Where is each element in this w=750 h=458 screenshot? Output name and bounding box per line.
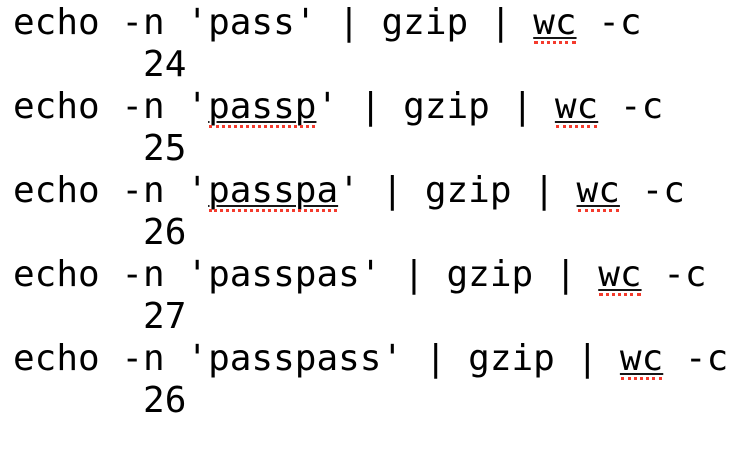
code-text: -c (598, 86, 664, 127)
terminal-line: echo -n 'passpas' | gzip | wc -c (13, 254, 750, 296)
code-text: -c (619, 170, 685, 211)
terminal-line: 24 (13, 44, 750, 86)
code-text: passpass (208, 338, 382, 379)
code-text: echo -n ' (13, 170, 209, 211)
terminal-line: echo -n 'pass' | gzip | wc -c (13, 2, 750, 44)
terminal-line: 25 (13, 128, 750, 170)
code-text: echo -n ' (13, 254, 209, 295)
code-text: ' | gzip | (338, 170, 577, 211)
code-text: echo -n ' (13, 338, 209, 379)
misspelled-word: passp (208, 86, 317, 128)
terminal-line: 26 (13, 212, 750, 254)
code-text: passpas (208, 254, 360, 295)
code-text: echo -n ' (13, 2, 209, 43)
byte-count-text: 26 (13, 212, 187, 253)
misspelled-word: wc (554, 86, 599, 128)
code-text: pass (208, 2, 295, 43)
code-text: -c (576, 2, 642, 43)
code-text: -c (663, 338, 729, 379)
misspelled-word: wc (533, 2, 577, 44)
code-text: echo -n ' (13, 86, 209, 127)
byte-count-text: 27 (13, 296, 187, 337)
code-text: ' | gzip | (294, 2, 534, 43)
terminal-line: echo -n 'passpa' | gzip | wc -c (13, 170, 750, 212)
code-text: ' | gzip | (316, 86, 555, 127)
byte-count-text: 25 (13, 128, 187, 169)
byte-count-text: 24 (13, 44, 187, 85)
code-text: ' | gzip | (359, 254, 599, 295)
code-text: ' | gzip | (381, 338, 620, 379)
misspelled-word: wc (576, 170, 620, 212)
terminal-line: echo -n 'passpass' | gzip | wc -c (13, 338, 750, 380)
byte-count-text: 26 (13, 380, 187, 421)
misspelled-word: wc (598, 254, 642, 296)
misspelled-word: wc (619, 338, 664, 380)
code-text: -c (641, 254, 707, 295)
terminal-line: echo -n 'passp' | gzip | wc -c (13, 86, 750, 128)
terminal-line: 26 (13, 380, 750, 422)
terminal-line: 27 (13, 296, 750, 338)
misspelled-word: passpa (208, 170, 339, 212)
